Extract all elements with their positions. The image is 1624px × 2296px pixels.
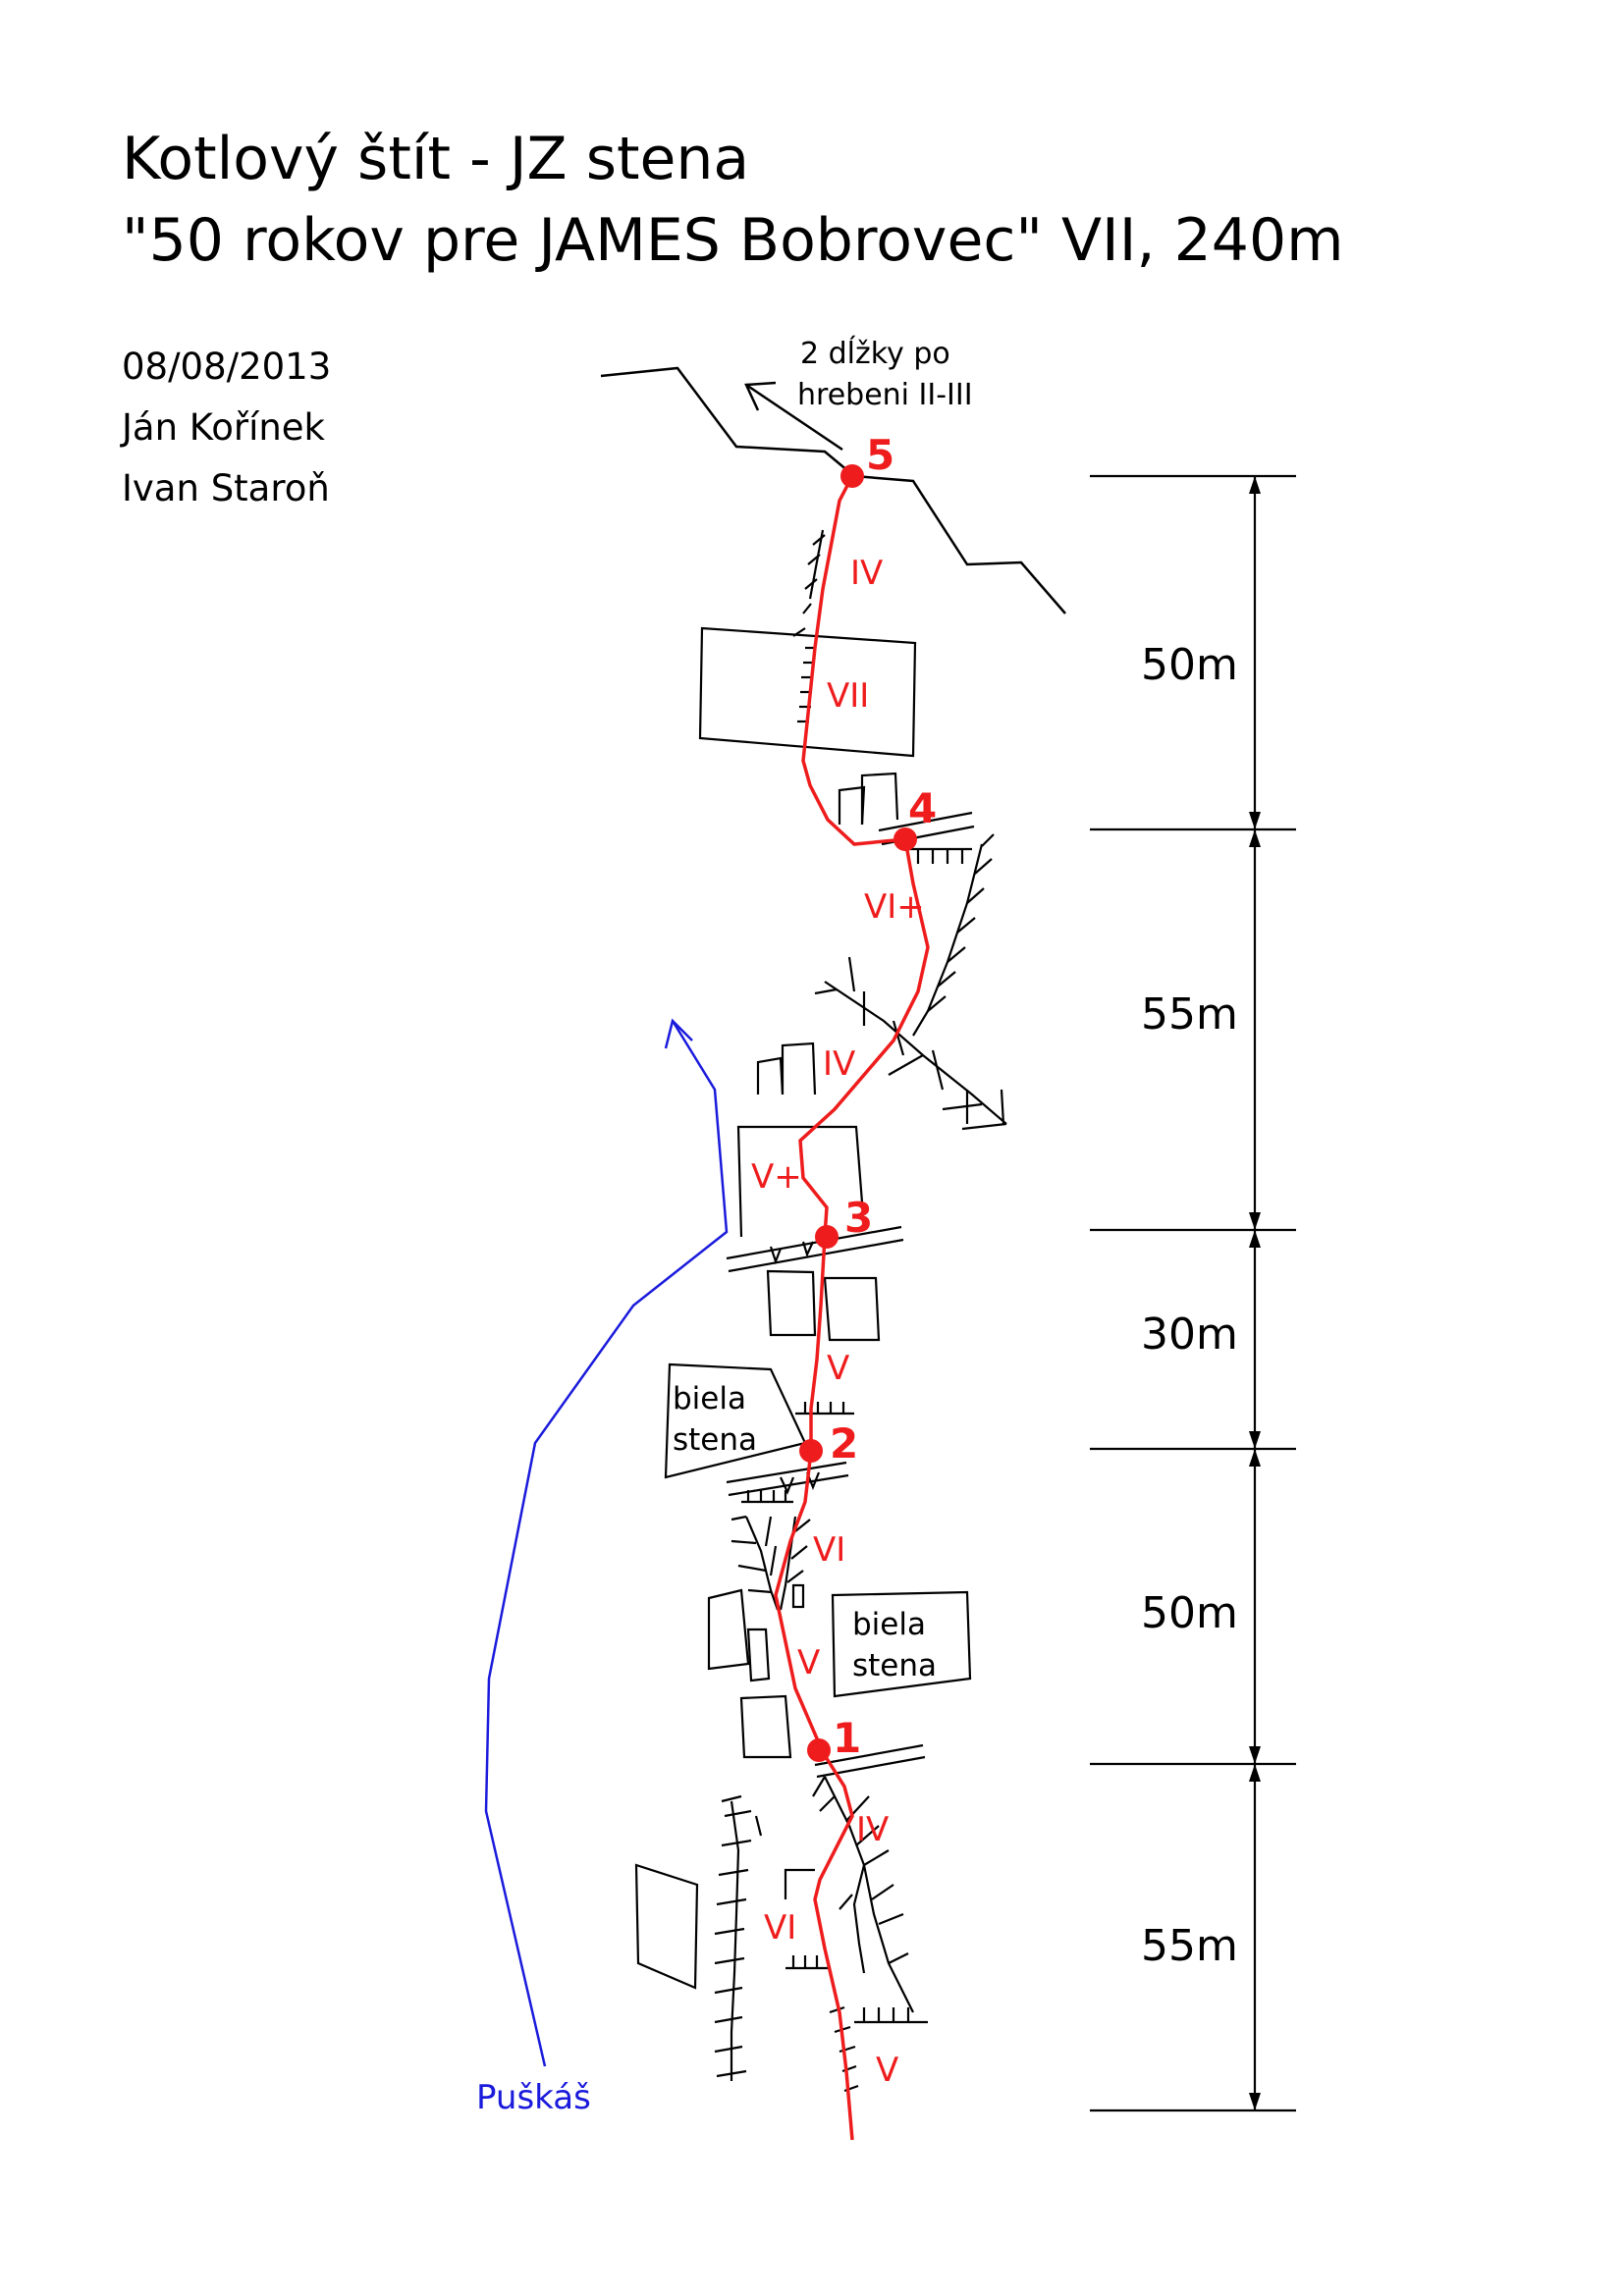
main-route-line [774, 475, 930, 2141]
white-wall-lower-label: stena [852, 1648, 937, 1683]
belay-4 [893, 828, 917, 851]
rock-features [634, 529, 1007, 2093]
grade-label: IV [823, 1044, 855, 1084]
pitch-length-label: 55m [1141, 1921, 1238, 1971]
ridge-note-line2: hrebeni II-III [797, 378, 973, 412]
belay-2 [799, 1439, 823, 1463]
page-title: Kotlový štít - JZ stena [122, 125, 750, 193]
belay-5 [840, 464, 864, 488]
neighbour-route-label: Puškáš [476, 2078, 591, 2117]
route-title: "50 rokov pre JAMES Bobrovec" VII, 240m [122, 206, 1344, 275]
belay-label-1: 1 [833, 1714, 861, 1762]
belay-1 [807, 1738, 831, 1762]
belay-label-5: 5 [866, 431, 894, 479]
pitch-length-scale [1090, 474, 1296, 2112]
grade-label: VI+ [864, 887, 925, 927]
belay-3 [815, 1225, 839, 1249]
belay-label-2: 2 [830, 1419, 858, 1468]
grade-label: V [827, 1349, 849, 1388]
belay-label-3: 3 [844, 1194, 873, 1242]
grade-label: V [797, 1643, 820, 1682]
belay-stations [799, 464, 917, 1762]
scale-arrowheads [1249, 476, 1261, 2110]
ridge-note-line1: 2 dĺžky po [800, 336, 950, 371]
white-wall-lower-label: biela [852, 1607, 926, 1642]
pitch-length-label: 50m [1141, 640, 1238, 690]
first-ascensionist-1: Ján Kořínek [122, 406, 325, 449]
grade-label: V+ [751, 1157, 802, 1197]
first-ascensionist-2: Ivan Staroň [122, 467, 330, 509]
grade-label: V [876, 2051, 898, 2090]
grade-label: VI [813, 1530, 845, 1570]
pitch-length-label: 55m [1141, 989, 1238, 1040]
belay-label-4: 4 [908, 784, 937, 832]
ridge-arrow-icon [744, 381, 843, 452]
grade-label: IV [850, 554, 883, 593]
grade-label: VII [827, 676, 869, 716]
white-wall-upper-label: biela [673, 1381, 746, 1416]
ascent-date: 08/08/2013 [122, 346, 332, 388]
neighbour-route-puskas [484, 1018, 729, 2067]
pitch-length-label: 50m [1141, 1588, 1238, 1638]
summit-ridge [600, 366, 1066, 614]
grade-label: IV [856, 1810, 889, 1849]
pitch-length-label: 30m [1141, 1309, 1238, 1360]
grade-label: VI [764, 1908, 796, 1948]
white-wall-upper-label: stena [673, 1422, 757, 1458]
